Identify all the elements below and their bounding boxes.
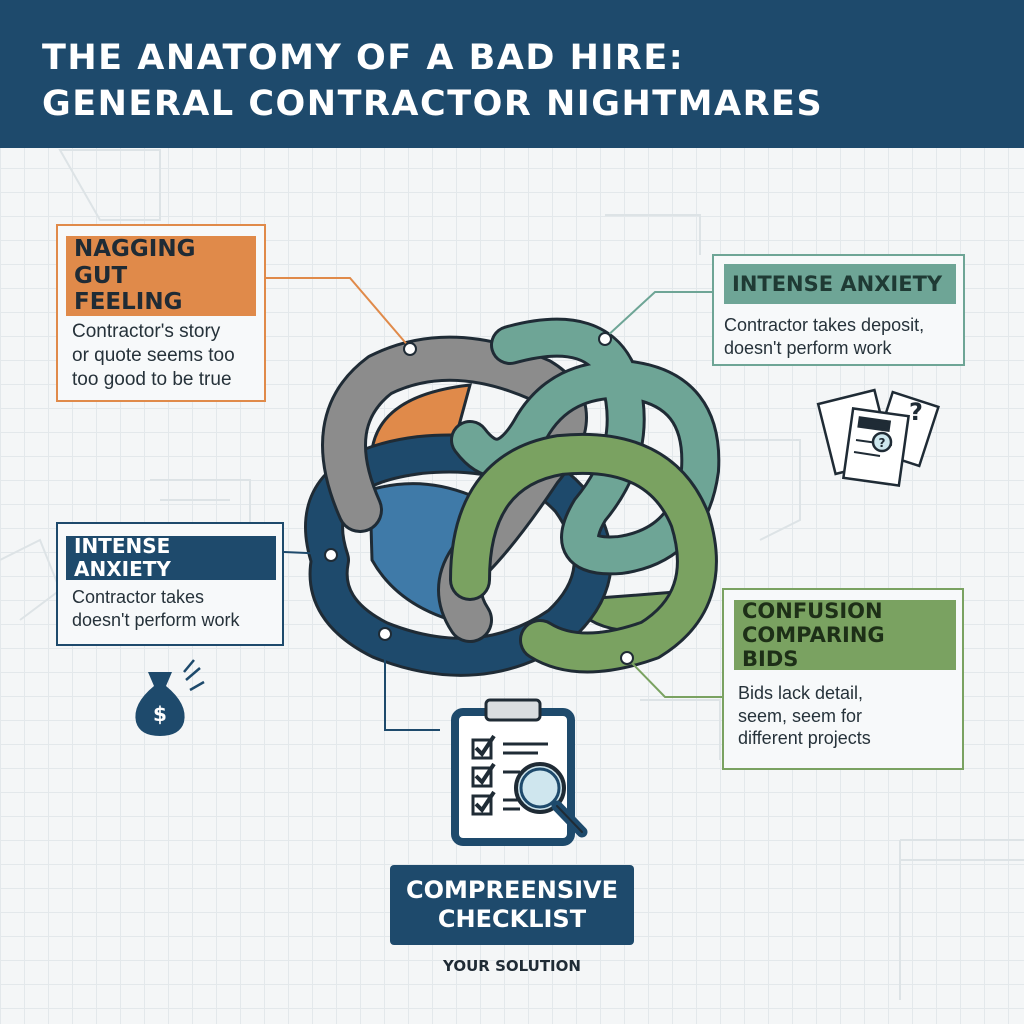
callout-gut-desc: Contractor's story or quote seems too to… [72, 320, 260, 391]
connector-nodes [324, 332, 634, 665]
node-checklist [378, 627, 392, 641]
connector-checklist [384, 634, 440, 731]
connector-gut [266, 277, 411, 349]
callout-bids-desc: Bids lack detail, seem, seem for differe… [738, 682, 956, 750]
title-line-2: GENERAL CONTRACTOR NIGHTMARES [42, 84, 824, 124]
callout-anxiety-right-label: INTENSE ANXIETY [724, 264, 956, 304]
callout-bids-desc-line1: Bids lack detail, [738, 683, 864, 703]
callout-anxiety-right-desc-line1: Contractor takes deposit, [724, 315, 925, 335]
node-anxiety-left [324, 548, 338, 562]
connector-lines [266, 277, 722, 731]
node-anxiety-right [598, 332, 612, 346]
callout-bids-label-line1: CONFUSION [742, 598, 883, 623]
money-bag-icon: $ [135, 659, 205, 736]
money-bag-symbol: $ [153, 702, 167, 726]
callout-bids-desc-line3: different projects [738, 728, 871, 748]
callout-bids-label: CONFUSION COMPARING BIDS [734, 598, 956, 672]
clipboard-checklist-icon [451, 698, 588, 846]
callout-anxiety-right-desc: Contractor takes deposit, doesn't perfor… [724, 314, 960, 359]
magnifier-icon [514, 762, 588, 838]
callout-anxiety-right: INTENSE ANXIETY Contractor takes deposit… [712, 254, 965, 366]
callout-gut-desc-line3: too good to be true [72, 368, 232, 390]
solution-title-line1: COMPREENSIVE [405, 876, 619, 905]
callout-anxiety-left: INTENSE ANXIETY Contractor takes doesn't… [56, 522, 284, 646]
checkbox-rows [471, 734, 548, 816]
connector-anxiety-left [283, 551, 331, 555]
title-line-1: THE ANATOMY OF A BAD HIRE: [42, 38, 685, 78]
node-bids [620, 651, 634, 665]
callout-anxiety-right-desc-line2: doesn't perform work [724, 337, 892, 358]
documents-symbol-small: ? [879, 436, 886, 450]
documents-question-icon: ? ? [816, 388, 940, 487]
callout-gut-label: NAGGING GUT FEELING [66, 236, 256, 316]
callout-gut-label-line2: FEELING [74, 289, 183, 316]
callout-bids-label-line2: COMPARING BIDS [742, 622, 885, 672]
header-banner: THE ANATOMY OF A BAD HIRE: GENERAL CONTR… [0, 0, 1024, 148]
node-gut [403, 342, 417, 356]
callout-gut-label-line1: NAGGING GUT [74, 236, 196, 289]
documents-symbol-large: ? [909, 398, 923, 426]
callout-gut-desc-line2: or quote seems too [72, 344, 235, 366]
blueprint-background [0, 149, 1024, 1000]
connector-bids [626, 657, 722, 698]
callout-anxiety-left-label: INTENSE ANXIETY [66, 535, 276, 581]
callout-confusion-bids: CONFUSION COMPARING BIDS Bids lack detai… [722, 588, 964, 770]
callout-anxiety-left-desc-line2: doesn't perform work [72, 609, 240, 630]
callout-gut-feeling: NAGGING GUT FEELING Contractor's story o… [56, 224, 266, 402]
solution-title-line2: CHECKLIST [437, 905, 587, 933]
callout-bids-desc-line2: seem, seem for [738, 705, 863, 726]
callout-anxiety-left-desc: Contractor takes doesn't perform work [72, 586, 278, 631]
solution-subtitle: YOUR SOLUTION [443, 957, 581, 975]
callout-anxiety-left-desc-line1: Contractor takes [72, 587, 205, 607]
callout-gut-desc-line1: Contractor's story [72, 321, 221, 342]
solution-checklist-badge: COMPREENSIVE CHECKLIST [390, 865, 634, 945]
connector-anxiety-right [604, 291, 712, 339]
